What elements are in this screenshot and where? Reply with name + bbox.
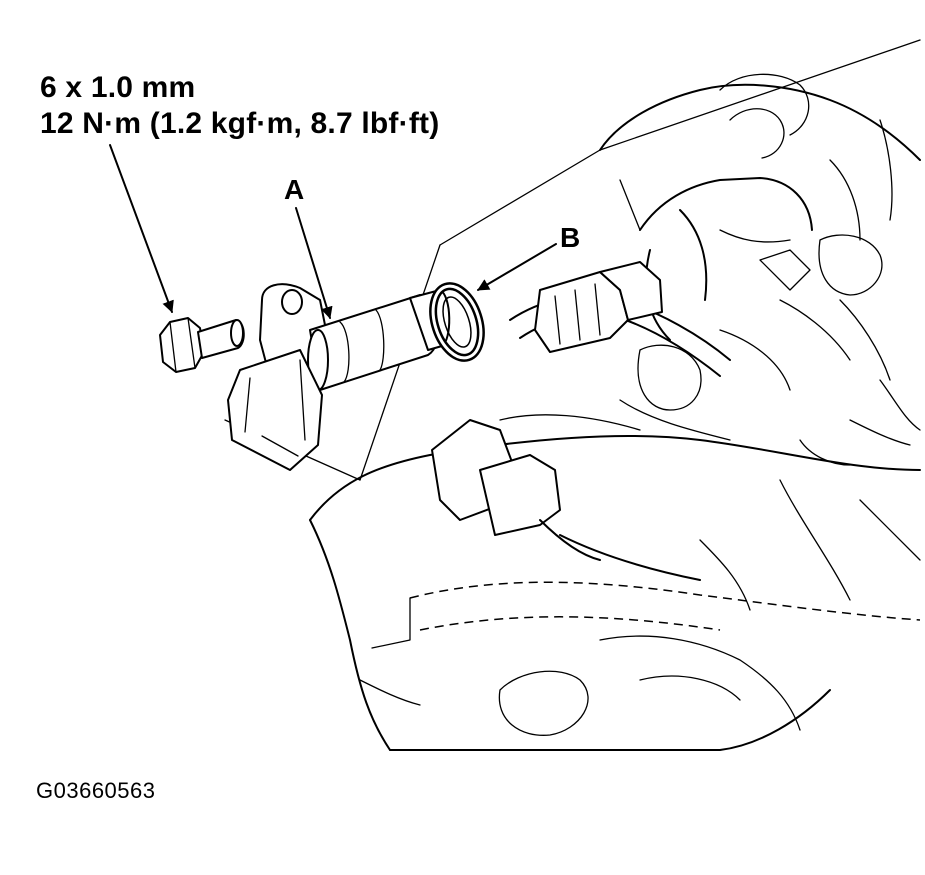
bolt-torque-spec: 6 x 1.0 mm 12 N·m (1.2 kgf·m, 8.7 lbf·ft… <box>40 70 439 142</box>
bolt <box>159 317 245 373</box>
sensor-a <box>227 283 451 471</box>
sensor-a-leader-arrow <box>295 207 333 319</box>
leader-arrows <box>109 144 557 319</box>
engine-block <box>224 39 921 751</box>
callout-a-label: A <box>284 174 305 205</box>
callout-b-label: B <box>560 222 581 253</box>
harness-connector <box>534 261 663 353</box>
bolt-size-label: 6 x 1.0 mm <box>40 71 196 104</box>
bolt-leader-arrow <box>109 144 174 313</box>
o-ring-b-leader-arrow <box>477 243 557 291</box>
lower-connector <box>431 419 701 581</box>
figure-id: G03660563 <box>36 778 156 803</box>
o-ring-b <box>429 282 485 362</box>
bolt-torque-label: 12 N·m (1.2 kgf·m, 8.7 lbf·ft) <box>40 107 440 140</box>
